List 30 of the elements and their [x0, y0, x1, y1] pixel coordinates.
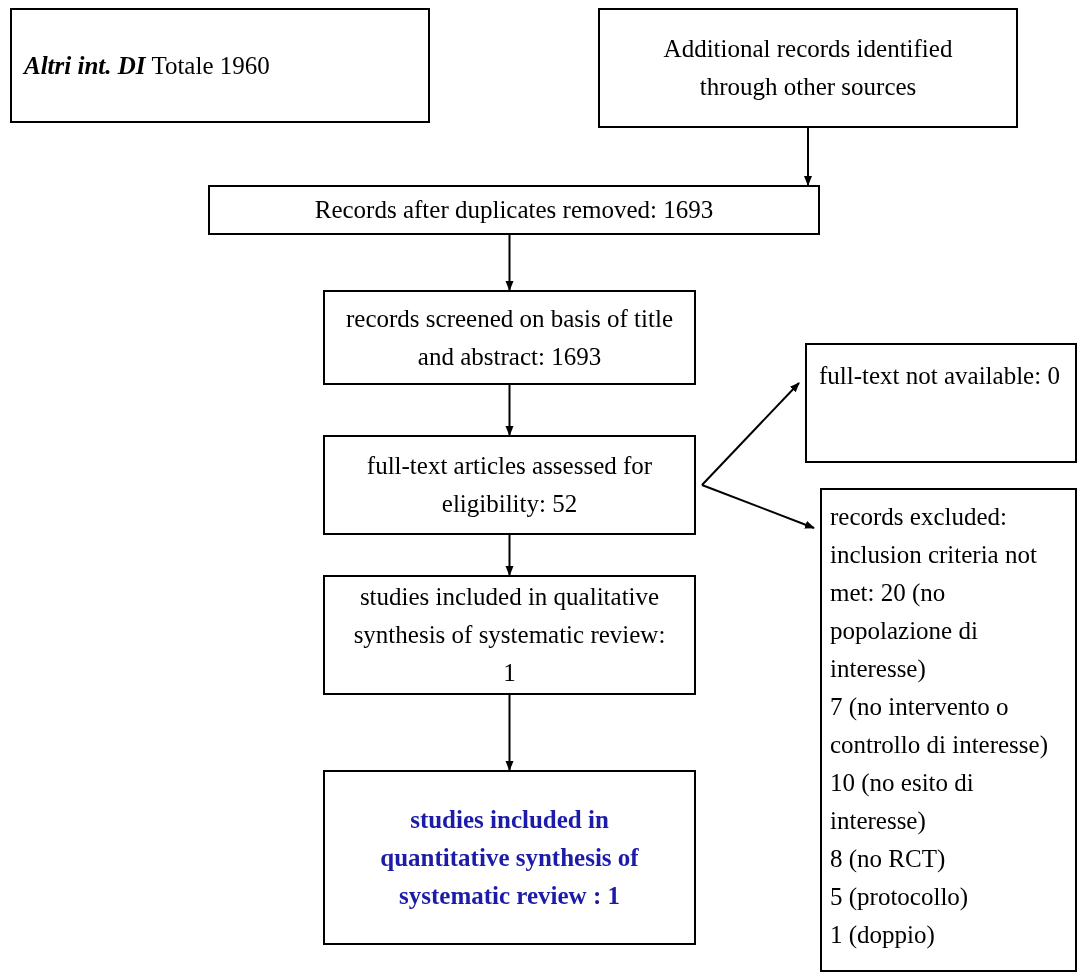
box-text: Records after duplicates removed: 1693	[314, 195, 714, 225]
process-box	[208, 185, 820, 235]
box-text: studies included in qualitative synthesis of systematic review: 1	[352, 582, 667, 688]
process-box	[323, 770, 696, 945]
box-text: 5 (protocollo)	[830, 882, 969, 912]
process-box	[323, 435, 696, 535]
box-text: 8 (no RCT)	[830, 844, 946, 874]
box-text: full-text not available: 0	[819, 361, 1060, 391]
process-box	[805, 343, 1077, 463]
box-text: records excluded: inclusion criteria not met: 20 (no popolazione di interesse)	[830, 502, 1038, 685]
arrow	[804, 127, 812, 186]
box-text: Additional records identified through other sources	[662, 34, 954, 102]
arrow	[505, 694, 514, 771]
box-text: 10 (no esito di interesse)	[830, 768, 975, 837]
process-box	[820, 488, 1077, 972]
box-text: 1 (doppio)	[830, 920, 935, 951]
process-box	[323, 575, 696, 695]
arrow	[505, 534, 514, 576]
process-box	[10, 8, 430, 123]
box-text: Altri int. DI Totale 1960	[24, 50, 270, 81]
process-box	[598, 8, 1018, 128]
box-text: studies included in quantitative synthesis of systematic review : 1	[379, 804, 640, 911]
box-text: full-text articles assessed for eligibility: 52	[365, 451, 654, 519]
box-text: 7 (no intervento o controllo di interesse)	[830, 692, 1049, 760]
arrow	[701, 382, 800, 486]
process-box	[323, 290, 696, 385]
box-text: records screened on basis of title and abstract: 1693	[345, 303, 674, 372]
arrow	[505, 384, 514, 436]
arrow	[505, 234, 514, 291]
arrow	[701, 484, 815, 529]
